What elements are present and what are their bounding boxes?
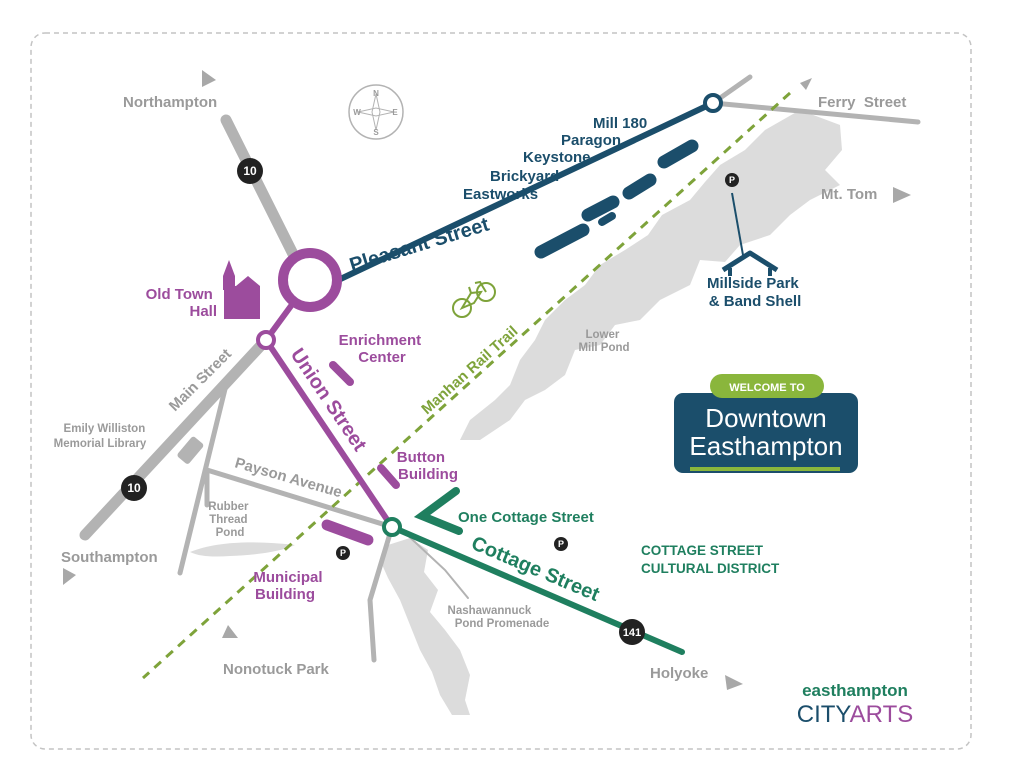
compass-icon: N S E W xyxy=(348,84,404,140)
old-town-hall-label: Old Town Hall xyxy=(146,286,217,320)
button-building-block xyxy=(377,464,400,489)
mill-180-label: Mill 180 xyxy=(593,115,647,132)
mill-buildings xyxy=(534,139,699,259)
holyoke-arrow-icon xyxy=(725,675,743,690)
parking-icon: P xyxy=(340,548,346,558)
lower-mill-pond-label: Lower Mill Pond xyxy=(578,329,629,354)
old-town-hall-icon xyxy=(223,260,260,319)
compass-south-label: S xyxy=(373,128,379,137)
cultural-district-label: COTTAGE STREET CULTURAL DISTRICT xyxy=(641,543,780,576)
enrichment-center-building xyxy=(329,361,354,386)
ferry-street-road xyxy=(710,100,921,125)
route-10-south-badge: 10 xyxy=(121,475,147,501)
parking-icon: P xyxy=(729,175,735,185)
welcome-banner-text: WELCOME TO xyxy=(729,382,805,394)
logo-top-text: easthampton xyxy=(802,681,908,700)
pleasant-union-roundabout xyxy=(278,248,342,312)
welcome-line-2: Easthampton xyxy=(689,431,842,461)
mill-building xyxy=(598,212,616,226)
ferry-street-junction xyxy=(703,93,723,113)
paragon-label: Paragon xyxy=(561,132,621,149)
eastworks-label: Eastworks xyxy=(463,186,538,203)
library-label: Emily Williston Memorial Library xyxy=(54,423,149,450)
main-union-junction xyxy=(256,330,276,350)
promenade-path xyxy=(401,529,469,599)
compass-north-label: N xyxy=(373,89,379,98)
payson-avenue-road xyxy=(204,467,395,530)
southampton-label: Southampton xyxy=(61,549,158,566)
one-cottage-street-label: One Cottage Street xyxy=(458,509,594,526)
mill-building xyxy=(657,139,699,169)
mill-building xyxy=(534,223,590,259)
ferry-street-arrow-icon xyxy=(800,78,812,90)
map-frame xyxy=(30,32,972,750)
welcome-sign: WELCOME TO Downtown Easthampton xyxy=(674,374,858,473)
mill-building xyxy=(622,173,657,200)
northampton-arrow-icon xyxy=(202,70,216,87)
easthampton-city-arts-logo: easthampton CITYARTS xyxy=(797,681,913,728)
library-building xyxy=(177,436,204,464)
rubber-thread-pond-water xyxy=(190,542,295,557)
pleasant-street-line xyxy=(329,100,716,286)
welcome-sign-underline xyxy=(690,467,840,471)
main-street-road xyxy=(79,334,272,541)
direction-arrows xyxy=(63,70,911,690)
brickyard-label: Brickyard xyxy=(490,168,559,185)
bicycle-icon xyxy=(452,280,496,318)
band-shell-icon xyxy=(721,250,779,273)
holyoke-label: Holyoke xyxy=(650,665,708,682)
welcome-sign-panel xyxy=(674,393,858,473)
mill-building xyxy=(581,195,620,222)
mt-tom-arrow-icon xyxy=(893,187,911,203)
button-building-label: Button Building xyxy=(397,449,458,483)
manhan-rail-trail-line xyxy=(141,91,792,680)
parking-marker-municipal: P xyxy=(336,546,350,560)
southampton-arrow-icon xyxy=(63,568,76,585)
nashawannuck-label: Nashawannuck Pond Promenade xyxy=(448,605,550,630)
compass-west-label: W xyxy=(353,108,361,117)
logo-bottom-text: CITYARTS xyxy=(797,701,913,728)
parking-marker-millside: P xyxy=(725,173,739,187)
keystone-label: Keystone xyxy=(523,149,591,166)
nonotuck-road xyxy=(367,524,395,663)
pleasant-street-label: Pleasant Street xyxy=(347,213,492,276)
ferry-street-label: Ferry Street xyxy=(818,94,906,111)
route-141-badge: 141 xyxy=(619,619,645,645)
nashawannuck-pond-water xyxy=(380,538,470,715)
route-141-label: 141 xyxy=(623,627,641,639)
enrichment-center-label: Enrichment Center xyxy=(339,332,426,366)
millside-park-label: Millside Park & Band Shell xyxy=(707,275,803,310)
welcome-banner xyxy=(710,374,824,398)
nonotuck-arrow-icon xyxy=(222,625,238,638)
purple-buildings xyxy=(321,361,400,546)
mt-tom-label: Mt. Tom xyxy=(821,186,877,203)
compass-east-label: E xyxy=(392,108,398,117)
one-cottage-street-marker xyxy=(413,487,463,535)
route-10-north-badge: 10 xyxy=(237,158,263,184)
lower-mill-pond-water xyxy=(460,110,842,440)
welcome-line-1: Downtown xyxy=(705,403,826,433)
municipal-building-label: Municipal Building xyxy=(253,569,326,603)
northampton-label: Northampton xyxy=(123,94,217,111)
parking-icon: P xyxy=(558,539,564,549)
route-10-south-label: 10 xyxy=(127,481,141,495)
roads xyxy=(79,74,921,663)
union-street-line xyxy=(263,338,395,529)
route-10-north-label: 10 xyxy=(243,164,257,178)
route-10-north-road xyxy=(220,114,306,274)
municipal-building-block xyxy=(321,519,374,546)
water-areas xyxy=(190,110,842,715)
side-road-library xyxy=(177,382,229,576)
rubber-thread-pond-label: Rubber Thread Pond xyxy=(208,501,251,539)
nonotuck-park-label: Nonotuck Park xyxy=(223,661,330,678)
millside-pointer-line xyxy=(731,192,744,256)
union-cottage-junction xyxy=(382,517,402,537)
parking-marker-cottage: P xyxy=(554,537,568,551)
